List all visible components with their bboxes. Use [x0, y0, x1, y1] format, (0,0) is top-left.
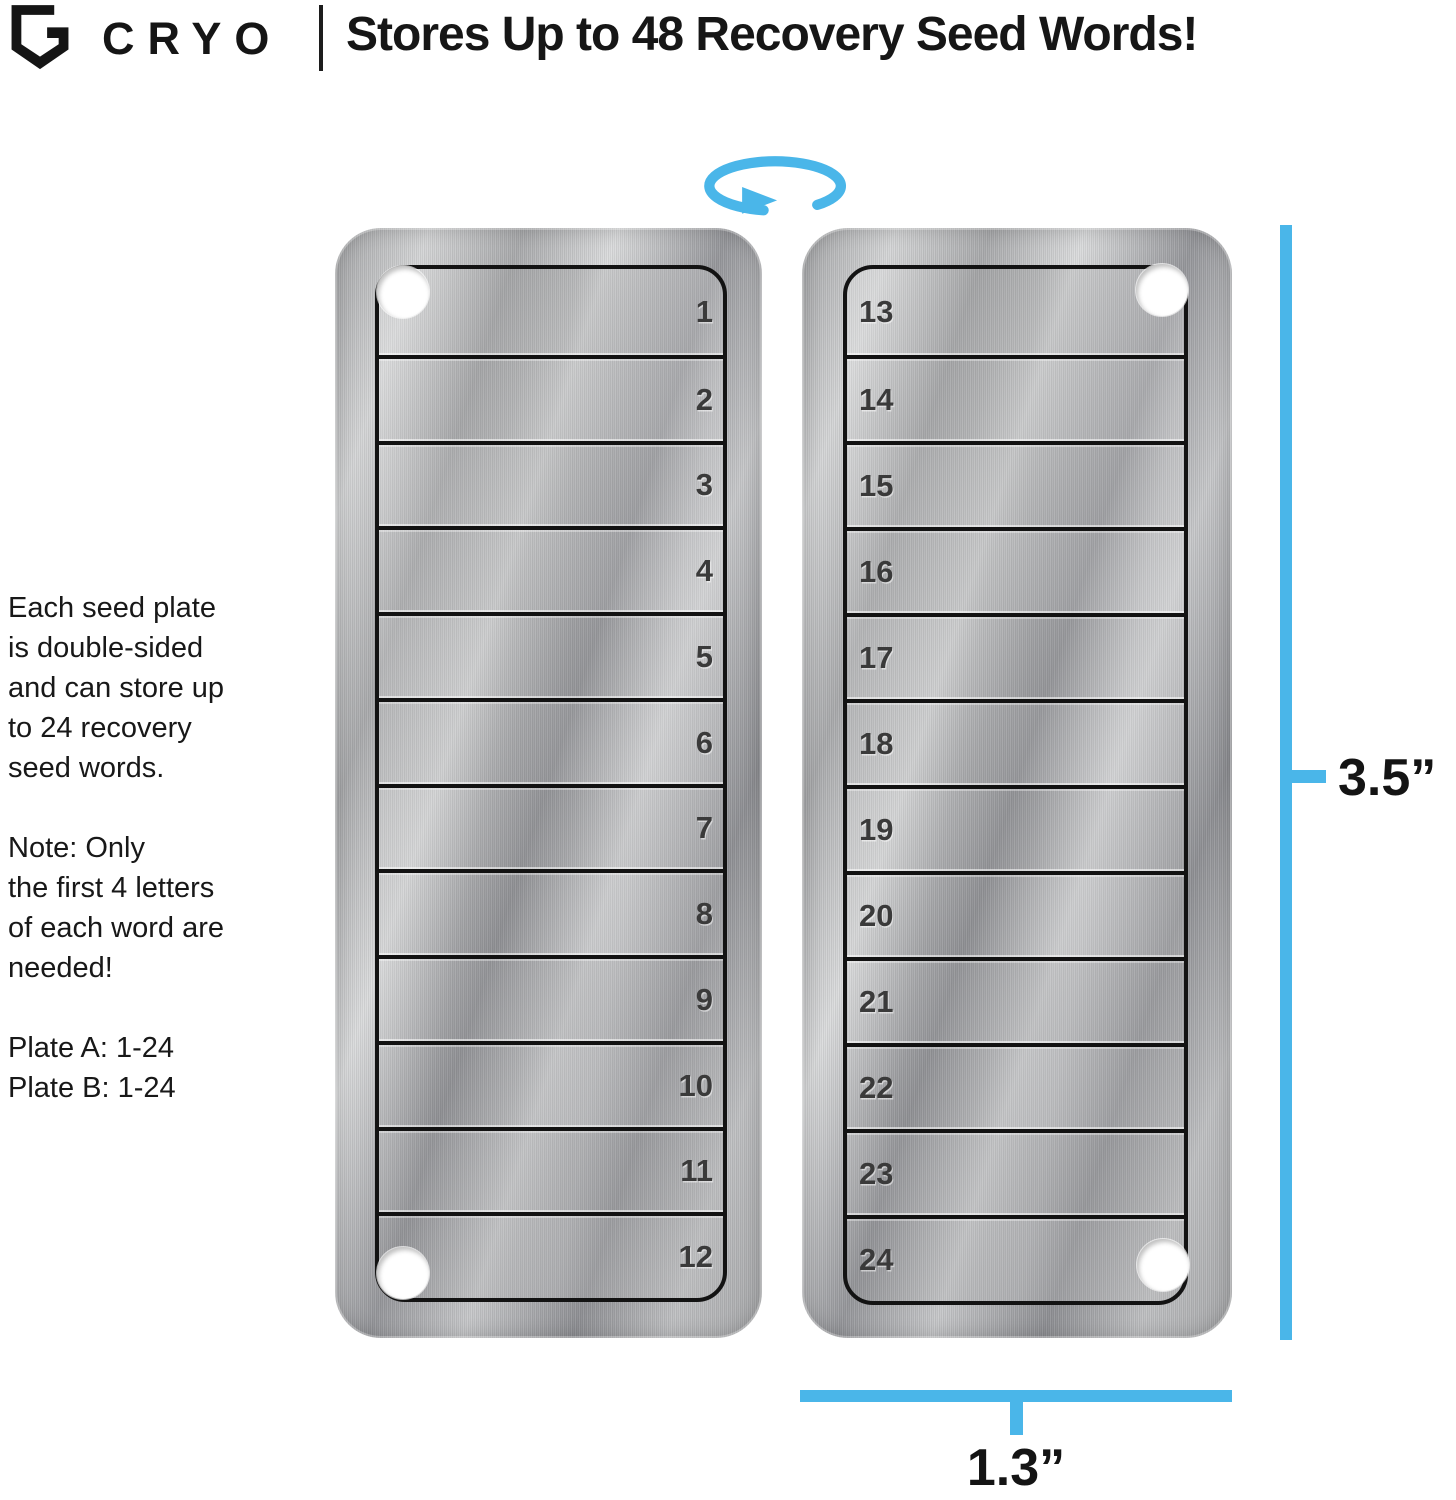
- page-title: Stores Up to 48 Recovery Seed Words!: [346, 8, 1198, 61]
- row-number: 8: [695, 896, 713, 932]
- row-number: 16: [859, 554, 894, 589]
- seed-word-row: 13: [847, 269, 1184, 355]
- height-dimension-label: 3.5”: [1338, 749, 1437, 807]
- seed-word-row: 15: [847, 439, 1184, 527]
- row-number: 10: [678, 1067, 713, 1103]
- seed-word-row: 16: [847, 525, 1184, 613]
- seed-word-row: 3: [379, 438, 723, 527]
- row-number: 3: [695, 467, 713, 503]
- seed-word-row: 22: [847, 1041, 1184, 1129]
- seed-word-row: 8: [379, 867, 723, 955]
- row-number: 6: [695, 724, 713, 760]
- row-number: 19: [859, 812, 894, 847]
- plate-key-text: Plate A: 1-24 Plate B: 1-24: [8, 1032, 176, 1104]
- row-number: 17: [859, 640, 894, 675]
- row-number: 1: [695, 293, 713, 329]
- seed-word-row: 9: [379, 953, 723, 1041]
- seed-plate-b-grid: 13 14 15 16 17 18 19 20 21 22 23 24: [843, 265, 1188, 1305]
- row-number: 7: [695, 810, 713, 846]
- height-dimension-tick: [1280, 770, 1326, 783]
- info-text-block: Each seed plate is double-sided and can …: [8, 588, 323, 1148]
- row-number: 18: [859, 726, 894, 761]
- mounting-hole-icon: [1137, 1239, 1189, 1291]
- seed-word-row: 7: [379, 781, 723, 870]
- mounting-hole-icon: [377, 1247, 429, 1299]
- row-number: 24: [859, 1242, 894, 1277]
- row-number: 12: [678, 1239, 713, 1275]
- seed-word-row: 20: [847, 869, 1184, 957]
- width-dimension-tick: [1010, 1390, 1023, 1435]
- row-number: 13: [859, 294, 894, 329]
- seed-word-row: 24: [847, 1213, 1184, 1301]
- row-number: 15: [859, 468, 894, 503]
- seed-word-row: 21: [847, 955, 1184, 1043]
- mounting-hole-icon: [377, 266, 429, 318]
- header-divider: [319, 5, 323, 71]
- width-dimension-label: 1.3”: [966, 1439, 1066, 1497]
- seed-word-row: 2: [379, 352, 723, 441]
- brand-name: CRYO: [102, 13, 283, 64]
- description-text: Each seed plate is double-sided and can …: [8, 592, 225, 784]
- mounting-hole-icon: [1136, 264, 1188, 316]
- seed-word-row: 18: [847, 697, 1184, 785]
- row-number: 21: [859, 984, 894, 1019]
- row-number: 2: [695, 381, 713, 417]
- seed-word-row: 6: [379, 695, 723, 784]
- seed-word-row: 10: [379, 1038, 723, 1127]
- row-number: 14: [859, 382, 894, 417]
- row-number: 11: [680, 1153, 713, 1189]
- seed-word-row: 11: [379, 1124, 723, 1213]
- seed-word-row: 12: [379, 1210, 723, 1298]
- row-number: 22: [859, 1070, 894, 1105]
- row-number: 4: [695, 553, 713, 589]
- rotate-icon: [704, 156, 846, 216]
- seed-word-row: 23: [847, 1127, 1184, 1215]
- note-text: Note: Only the first 4 letters of each w…: [8, 832, 225, 984]
- row-number: 9: [695, 981, 713, 1017]
- seed-plate-b: 13 14 15 16 17 18 19 20 21 22 23 24: [802, 228, 1232, 1338]
- seed-word-row: 19: [847, 783, 1184, 871]
- seed-word-row: 1: [379, 269, 723, 355]
- seed-word-row: 17: [847, 611, 1184, 699]
- shield-logo-icon: [11, 5, 69, 70]
- seed-word-row: 4: [379, 524, 723, 612]
- row-number: 23: [859, 1156, 894, 1191]
- seed-word-row: 5: [379, 610, 723, 698]
- row-number: 5: [695, 638, 713, 674]
- row-number: 20: [859, 898, 894, 933]
- seed-word-row: 14: [847, 353, 1184, 441]
